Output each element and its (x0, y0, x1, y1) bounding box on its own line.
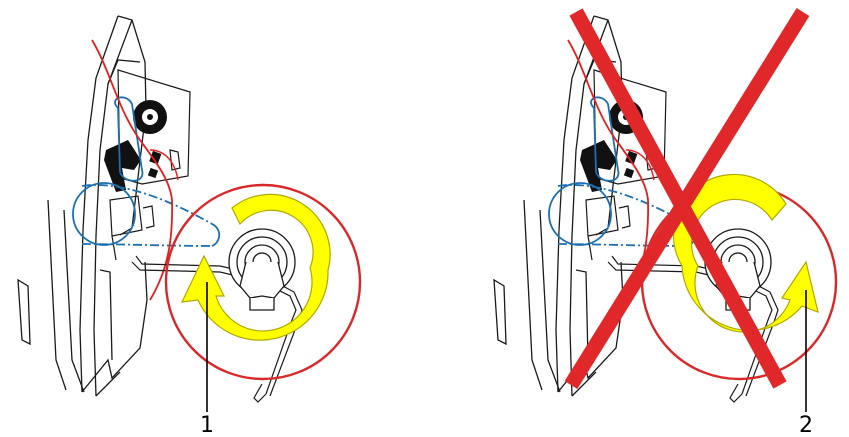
callout-label: 1 (200, 413, 214, 437)
feeder-mechanism-illustration (494, 16, 778, 402)
panel-incorrect: 2 (494, 12, 836, 437)
panel-correct: 1 (18, 16, 360, 437)
callout-label: 2 (799, 413, 813, 437)
